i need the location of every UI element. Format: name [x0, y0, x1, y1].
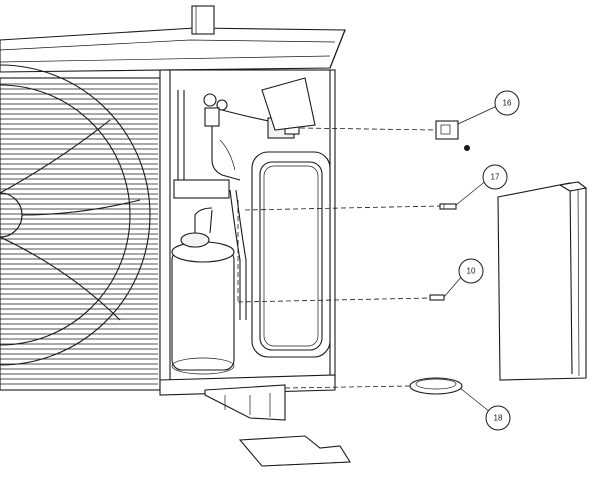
callout-label: 16 [503, 99, 512, 108]
callout-18: 18 [485, 405, 511, 431]
refrigerant-piping [173, 90, 247, 320]
leader-lines [443, 105, 498, 413]
part-10-pin [429, 294, 445, 301]
part-16-bracket [435, 120, 470, 151]
callout-label: 10 [467, 267, 476, 276]
callout-label: 17 [491, 173, 500, 182]
assembly-lines [237, 127, 441, 389]
callout-10: 10 [458, 258, 484, 284]
bottom-plate [238, 435, 351, 467]
callout-label: 18 [494, 414, 503, 423]
part-18-drain-cap [409, 377, 463, 395]
callout-17: 17 [482, 164, 508, 190]
fan-grille [0, 64, 161, 391]
part-17-screw [439, 203, 457, 210]
service-valves [203, 77, 316, 181]
top-handle [191, 5, 215, 35]
side-panel [497, 181, 588, 381]
top-cover [0, 27, 346, 73]
base-pan [159, 374, 336, 421]
callout-16: 16 [494, 90, 520, 116]
receiver-tank [251, 151, 331, 358]
compressor [171, 207, 235, 375]
